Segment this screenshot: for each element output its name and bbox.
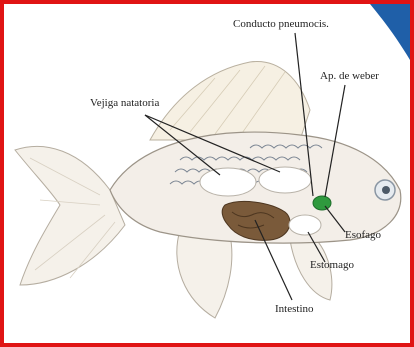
swim-bladder-anterior xyxy=(259,167,311,193)
label-ap-de-weber: Ap. de weber xyxy=(320,70,379,82)
label-conducto-pneumocis: Conducto pneumocis. xyxy=(233,18,329,30)
label-vejiga-natatoria: Vejiga natatoria xyxy=(90,97,159,109)
stomach xyxy=(289,215,321,235)
dorsal-fin xyxy=(150,62,310,140)
weber-apparatus xyxy=(313,196,331,210)
label-estomago: Estomago xyxy=(310,259,354,271)
swim-bladder-posterior xyxy=(200,168,256,196)
tail-fin xyxy=(15,146,125,285)
label-intestino: Intestino xyxy=(275,303,314,315)
corner-accent xyxy=(370,4,410,60)
anal-fin xyxy=(177,230,232,318)
label-esofago: Esofago xyxy=(345,229,382,241)
